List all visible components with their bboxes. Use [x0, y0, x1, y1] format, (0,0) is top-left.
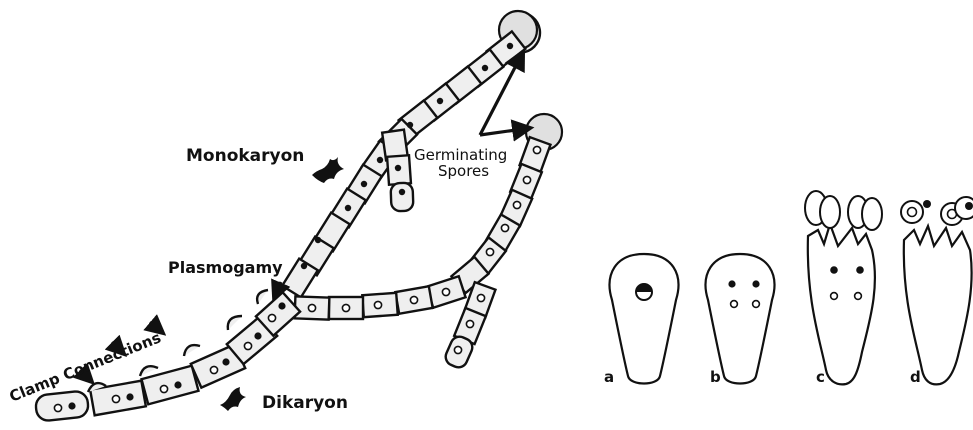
stage-label-a: a	[604, 368, 614, 386]
arrow-to-bottom-spore	[480, 128, 530, 135]
stage-c: c	[805, 191, 882, 386]
label-dikaryon: Dikaryon	[262, 393, 348, 413]
dikaryon-hypha	[35, 290, 300, 422]
basidium-a	[610, 254, 679, 384]
basidium-c	[808, 224, 875, 384]
stage-label-b: b	[710, 368, 721, 386]
basidium-stages: a b c	[604, 191, 973, 386]
label-spores: Spores	[438, 162, 489, 180]
monokaryon-brace	[312, 157, 344, 183]
stage-label-c: c	[816, 368, 825, 386]
basidium-d	[904, 226, 972, 384]
stage-b: b	[706, 254, 775, 386]
stage-a: a	[604, 254, 678, 386]
hypha-branch-cell	[391, 183, 414, 212]
dikaryon-brace	[220, 387, 246, 411]
basidium-b	[706, 254, 775, 384]
stage-label-d: d	[910, 368, 921, 386]
hyphae-diagram: Monokaryon Germinating Spores Plasmogamy…	[7, 11, 562, 422]
label-plasmogamy: Plasmogamy	[168, 258, 283, 277]
label-monokaryon: Monokaryon	[186, 146, 304, 166]
stage-d: d	[901, 197, 973, 386]
